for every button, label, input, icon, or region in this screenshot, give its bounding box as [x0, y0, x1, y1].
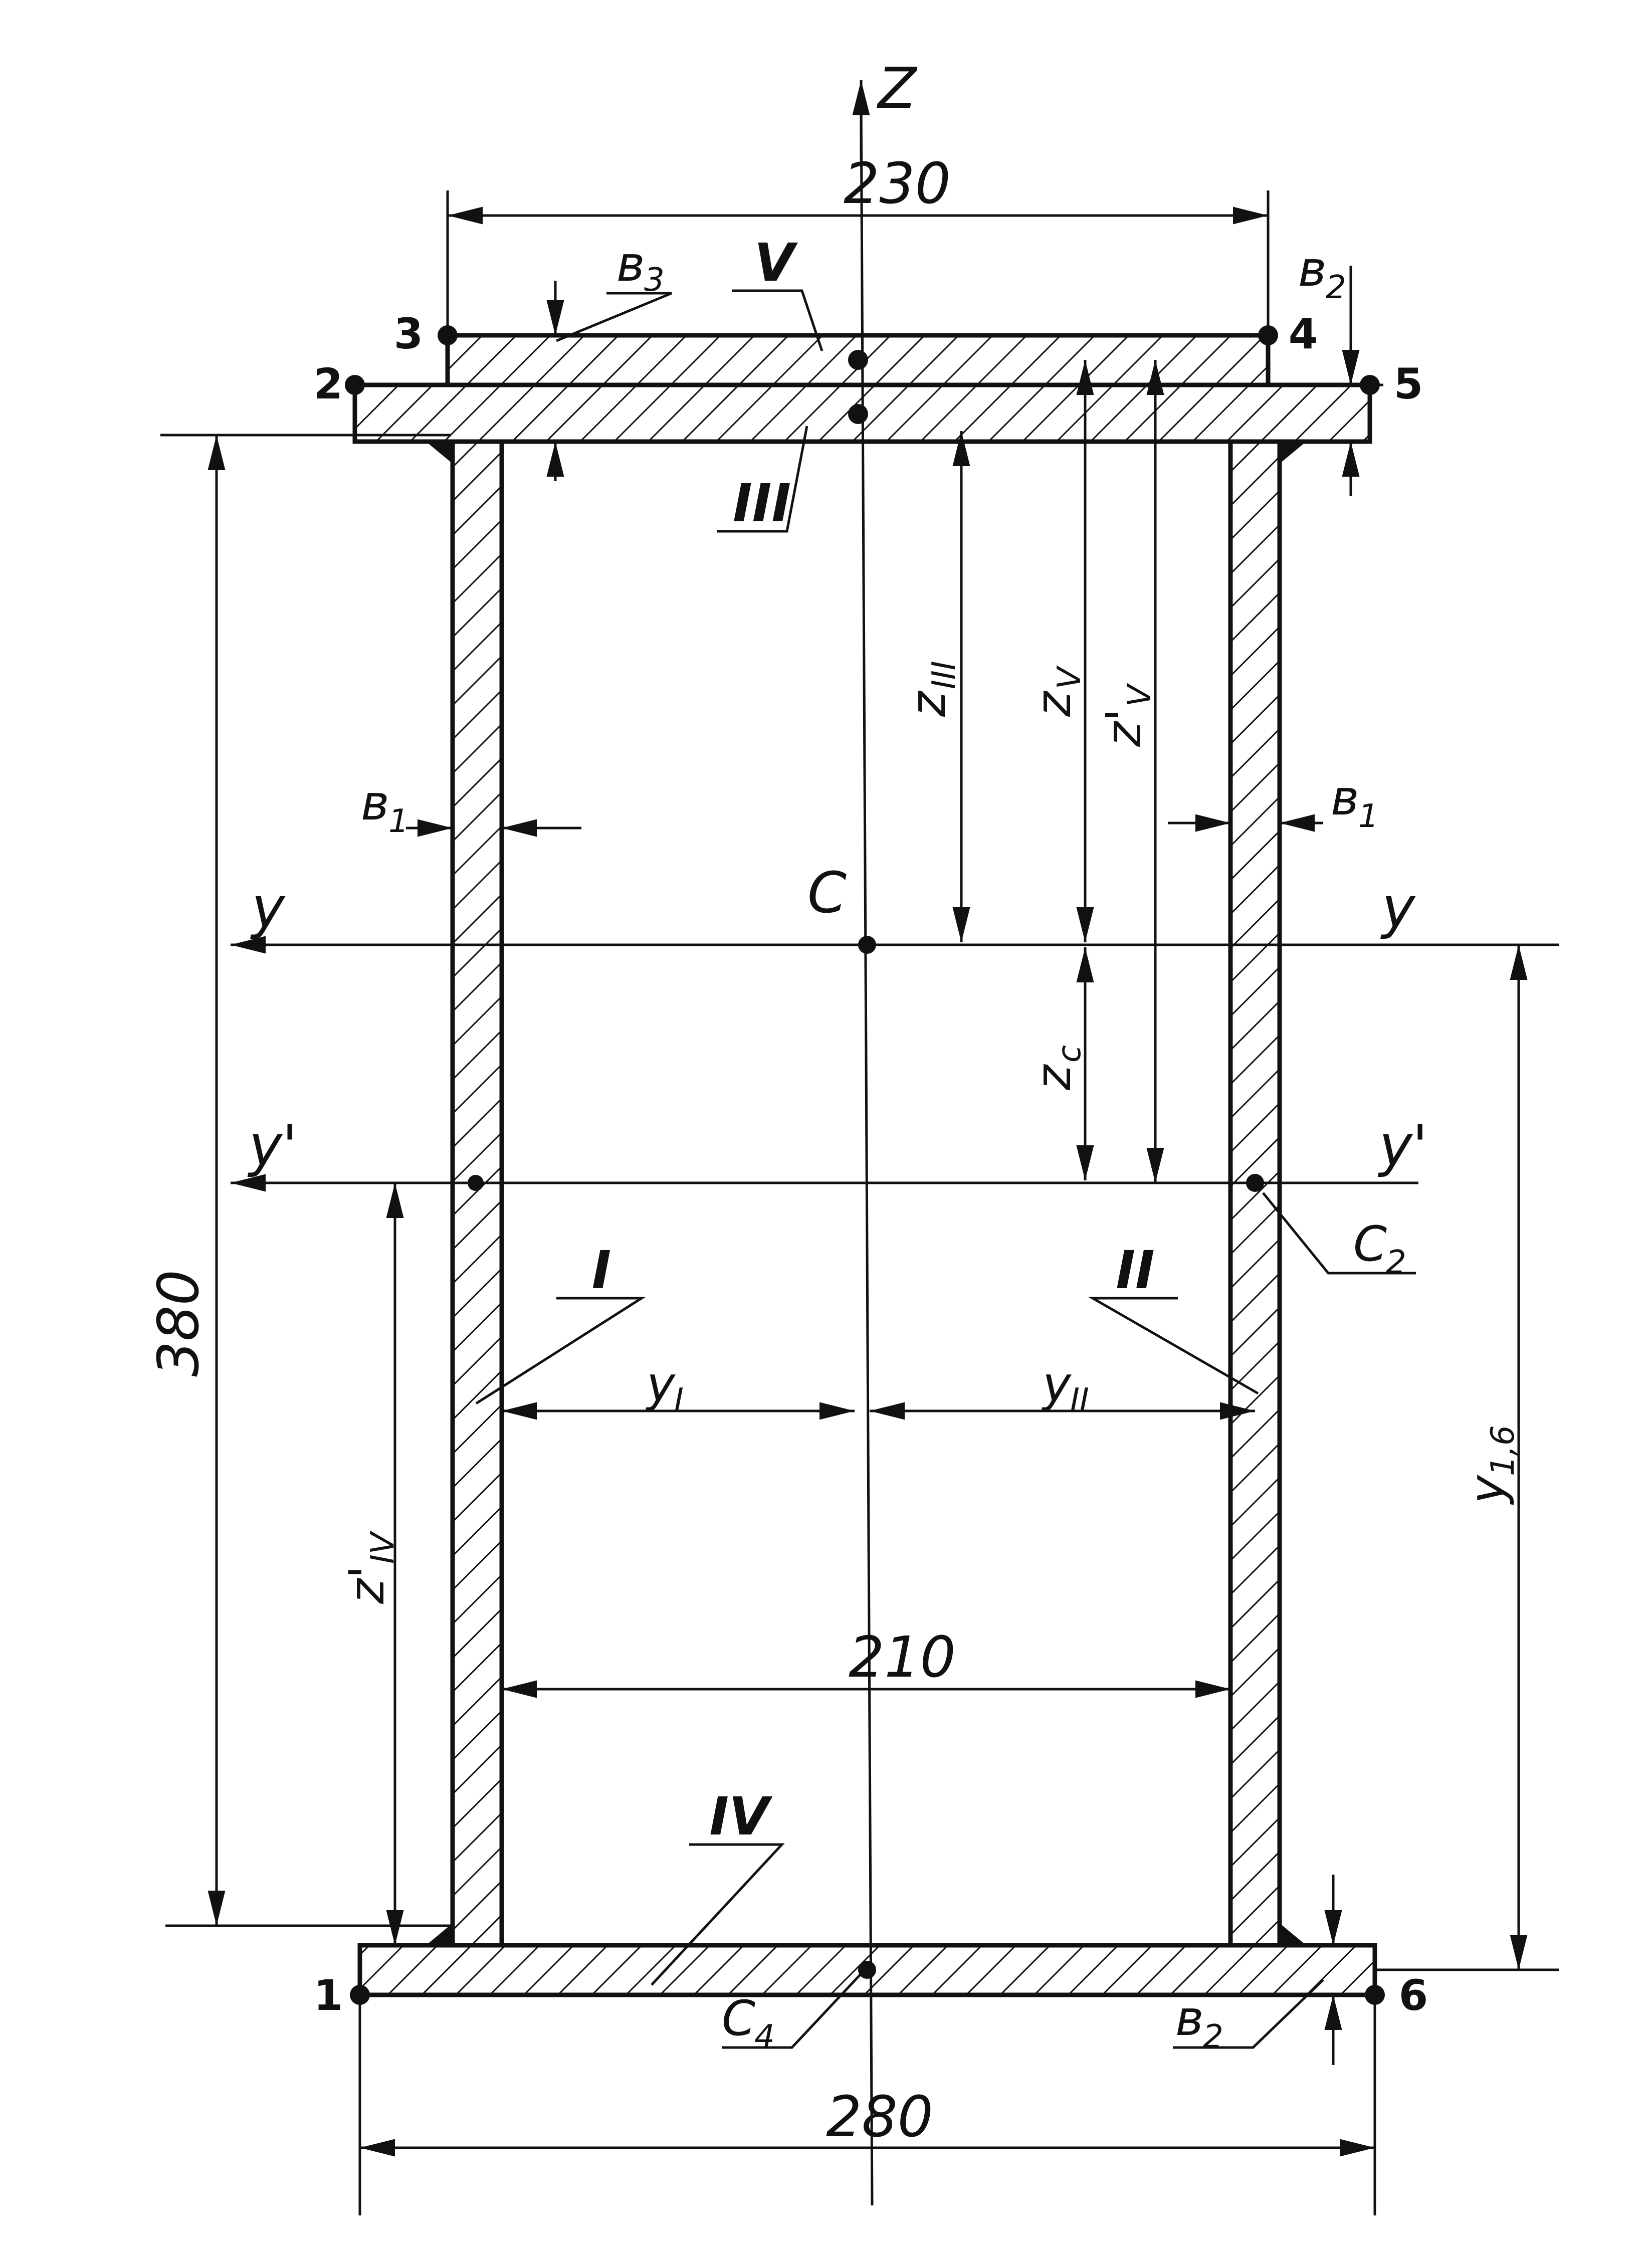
- symbol-y-16-sub: 1,6: [1485, 1425, 1522, 1476]
- symbol-z-III-base: z: [900, 690, 956, 717]
- symbol-b1-left: в 1: [361, 775, 409, 840]
- web-II: [1228, 439, 1282, 1948]
- axis-z-label: Z: [877, 56, 918, 121]
- point-6: 6: [1399, 1971, 1428, 2020]
- point-1: 1: [314, 1971, 343, 2020]
- part-label-V: V: [754, 232, 798, 293]
- centroid-dots: [345, 325, 1385, 2005]
- symbol-z-V: z V: [1025, 665, 1088, 717]
- axis-y-label-right: y: [1380, 876, 1416, 941]
- part-label-III: III: [733, 473, 791, 534]
- part-label-II: II: [1116, 1240, 1154, 1301]
- axis-y-label-left: y: [250, 876, 286, 941]
- symbol-z-V-prime: z' V: [1096, 683, 1158, 747]
- symbol-y-II: y II: [1041, 1356, 1089, 1419]
- symbol-c4-sub: 4: [754, 2018, 775, 2056]
- symbol-z-V-sub: V: [1051, 665, 1088, 689]
- symbol-b3-sub: 3: [644, 262, 665, 299]
- axis-y-prime-label-left: y': [247, 1114, 297, 1179]
- symbol-b2-top-sub: 2: [1326, 269, 1346, 306]
- label-230: 230: [844, 151, 951, 217]
- symbol-z-c: z c: [1025, 1045, 1088, 1091]
- symbol-c4: C 4: [722, 1990, 775, 2056]
- symbol-b2-top: в 2: [1298, 241, 1346, 306]
- weld-fillets: [426, 442, 1306, 1945]
- web-I: [450, 439, 504, 1948]
- label-380: 380: [146, 1270, 212, 1377]
- symbol-y-16: y 1,6: [1459, 1425, 1522, 1505]
- symbol-z-c-sub: c: [1051, 1045, 1088, 1063]
- symbol-z-IV-prime: z' IV: [339, 1530, 401, 1604]
- point-4: 4: [1289, 309, 1318, 358]
- symbol-y-I-base: y: [645, 1356, 676, 1412]
- symbol-y-I-sub: I: [674, 1382, 684, 1419]
- symbol-y-II-sub: II: [1070, 1382, 1089, 1419]
- symbol-c2: C 2: [1353, 1216, 1406, 1281]
- symbol-z-IV-prime-sub: IV: [364, 1530, 401, 1564]
- point-3: 3: [394, 309, 423, 358]
- symbol-b1-left-sub: 1: [388, 803, 409, 840]
- extension-lines: [160, 190, 1559, 2215]
- symbol-b2-bottom-sub: 2: [1203, 2018, 1223, 2056]
- symbol-z-III: z III: [900, 661, 963, 717]
- point-2: 2: [314, 359, 343, 409]
- symbol-b1-left-base: в: [361, 775, 389, 831]
- symbol-c2-base: C: [1353, 1216, 1387, 1272]
- point-5: 5: [1394, 359, 1423, 409]
- symbol-c2-sub: 2: [1386, 1244, 1406, 1281]
- centerline-vertical: [852, 80, 874, 2206]
- symbol-b3-base: в: [616, 236, 645, 292]
- symbol-b2-top-base: в: [1298, 241, 1327, 297]
- leader-lines: [475, 289, 1416, 2049]
- axis-y-prime-label-right: y': [1377, 1114, 1427, 1179]
- centroid-label: C: [807, 861, 847, 926]
- symbol-z-III-sub: III: [926, 661, 963, 689]
- symbol-z-V-prime-base: z': [1096, 708, 1152, 747]
- symbol-b1-right: в 1: [1331, 770, 1379, 835]
- symbol-y-I: y I: [645, 1356, 684, 1419]
- label-280: 280: [826, 2085, 933, 2150]
- symbol-b1-right-sub: 1: [1358, 798, 1379, 835]
- label-210: 210: [849, 1625, 956, 1690]
- symbol-c4-base: C: [722, 1990, 755, 2047]
- symbol-y-II-base: y: [1041, 1356, 1072, 1412]
- symbol-b2-bottom-base: в: [1175, 1990, 1204, 2047]
- symbol-z-V-base: z: [1025, 690, 1082, 717]
- symbol-z-IV-prime-base: z': [339, 1565, 395, 1604]
- part-label-IV: IV: [709, 1786, 773, 1847]
- part-label-I: I: [592, 1240, 611, 1301]
- symbol-z-c-base: z: [1025, 1064, 1082, 1091]
- symbol-b1-right-base: в: [1331, 770, 1359, 826]
- symbol-b2-bottom: в 2: [1175, 1990, 1223, 2056]
- symbol-b3: в 3: [616, 236, 665, 299]
- symbol-z-V-prime-sub: V: [1121, 683, 1158, 707]
- symbol-y-16-base: y: [1459, 1475, 1515, 1505]
